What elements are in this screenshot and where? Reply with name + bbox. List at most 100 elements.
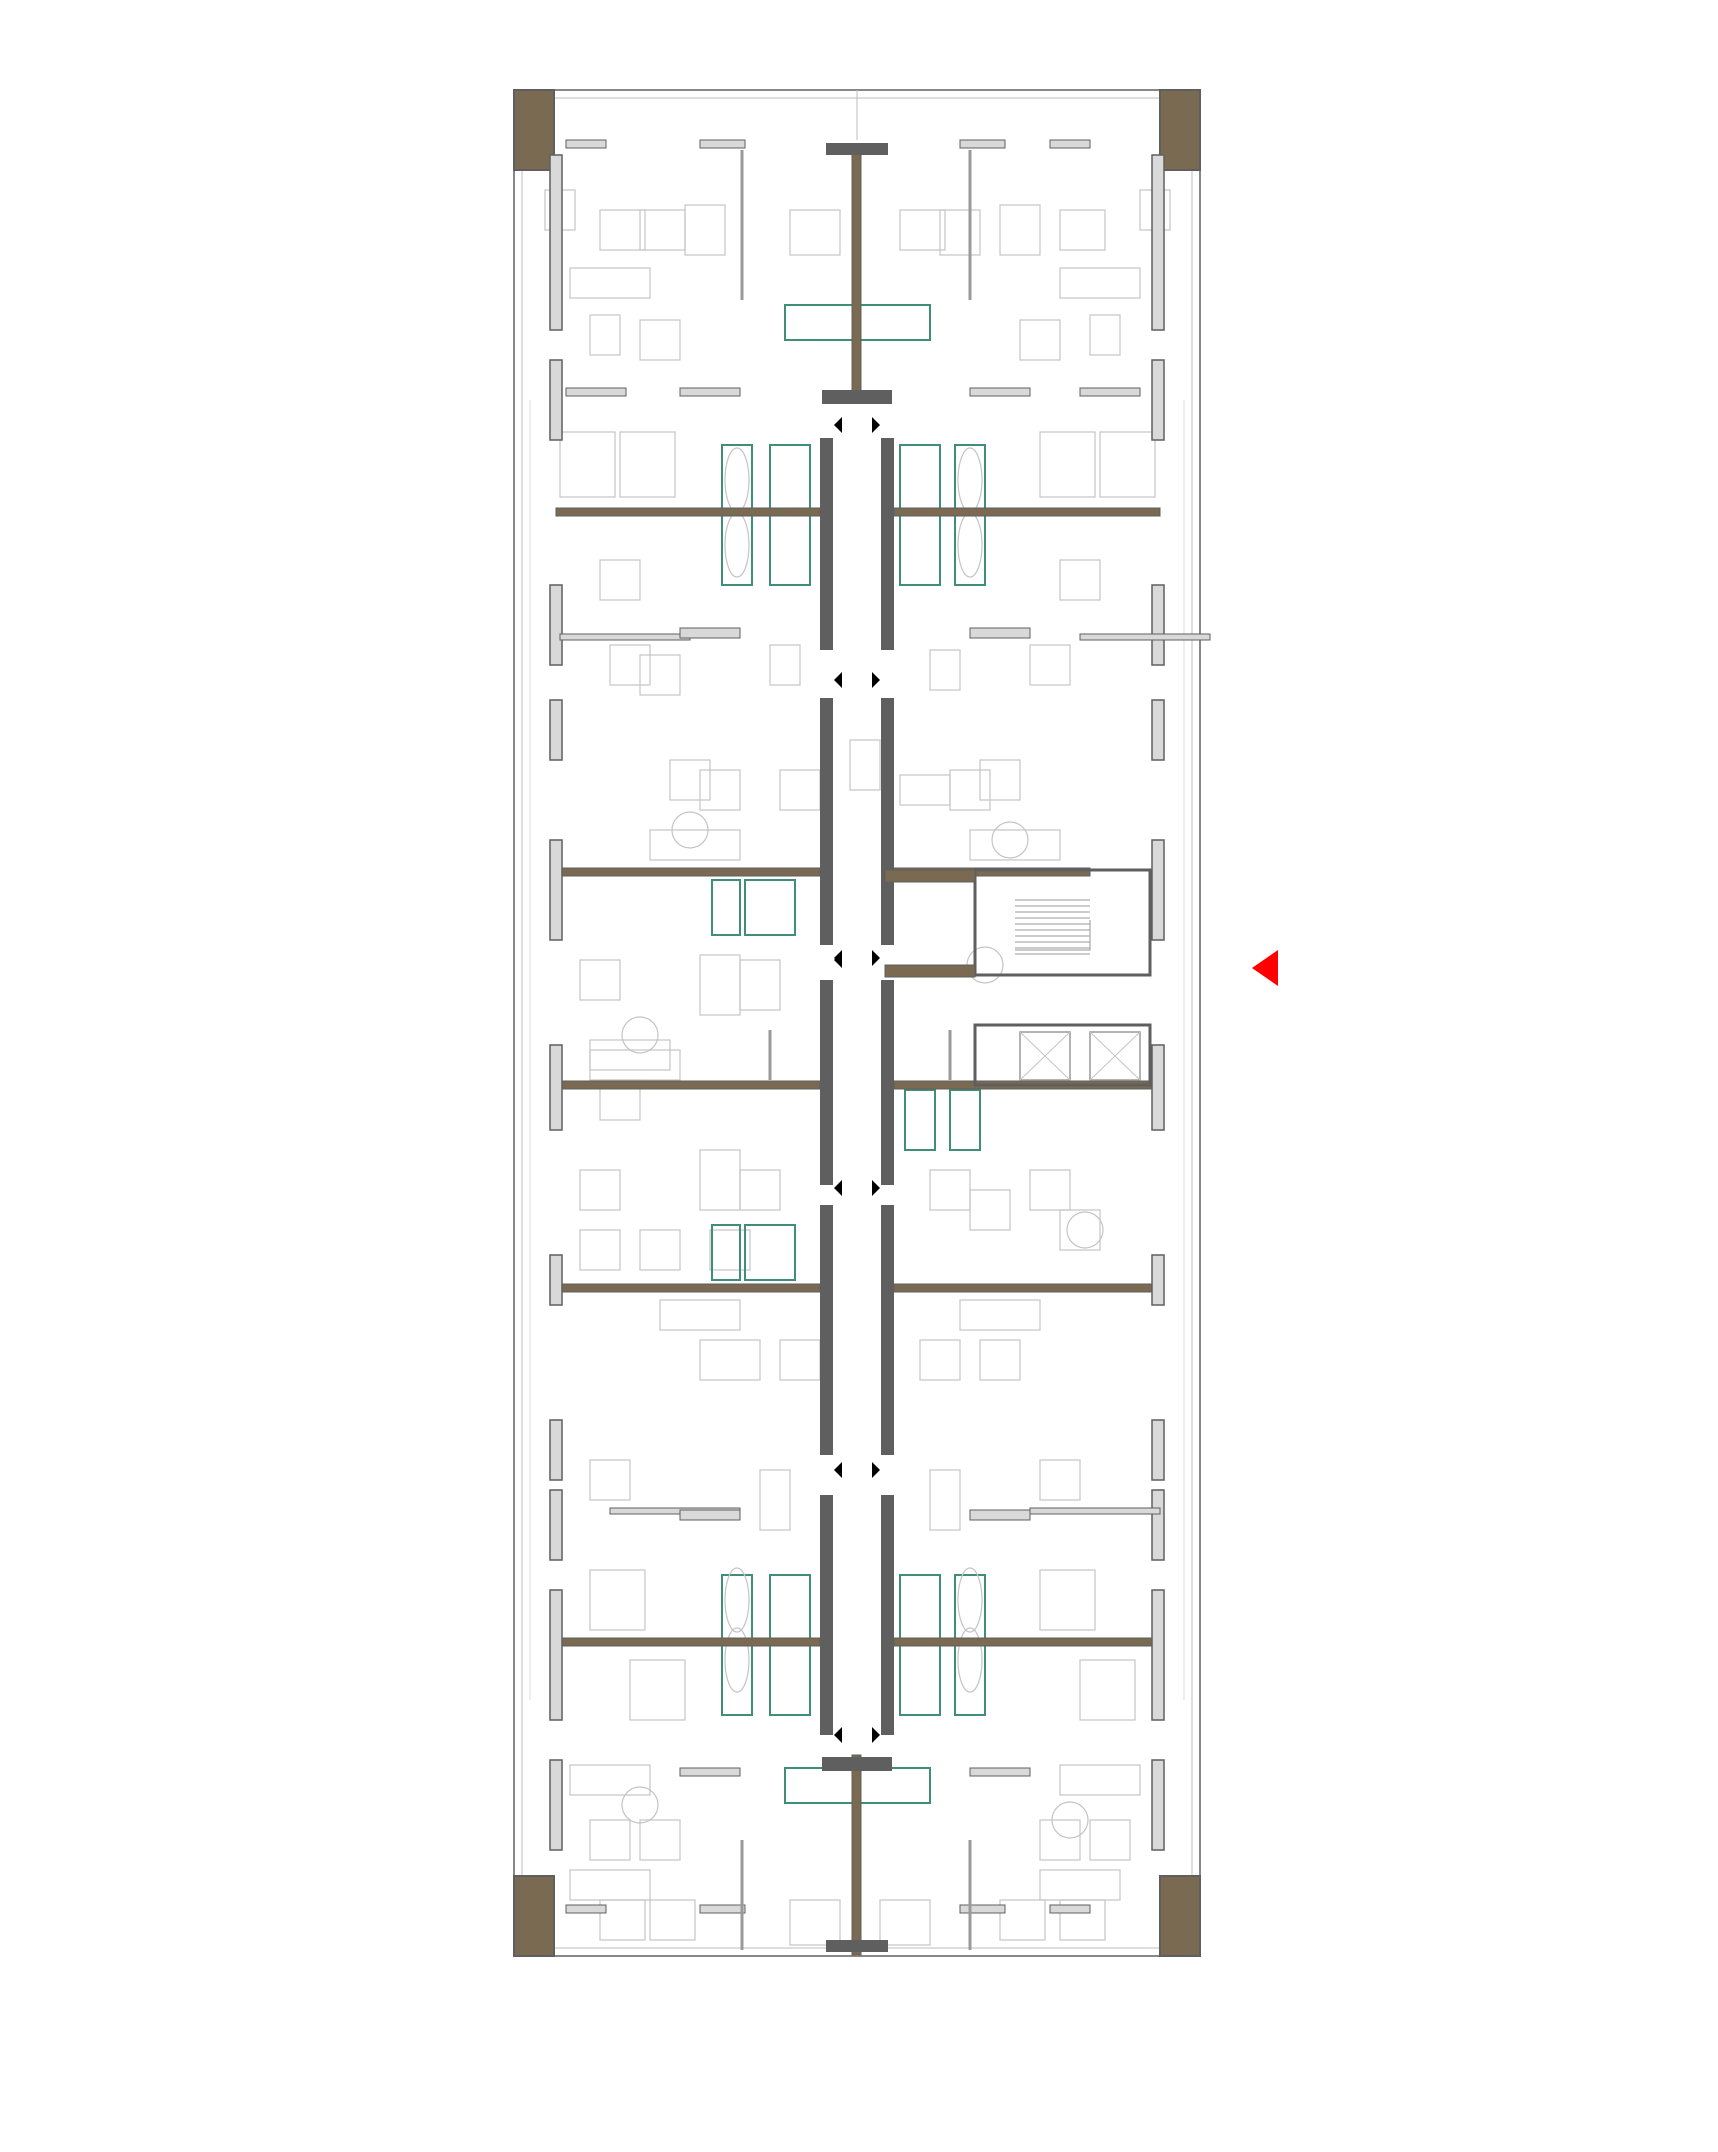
east-facade-wall-6	[1151, 1254, 1165, 1306]
west-facade-wall-9	[549, 1589, 563, 1721]
furniture-item-35	[969, 829, 1061, 861]
entrance-arrow-shape	[1252, 950, 1278, 986]
party-wall-6	[561, 1283, 821, 1293]
door-marker-left-3	[834, 1180, 842, 1196]
party-wall-9	[893, 1637, 1161, 1647]
west-facade-wall-6	[549, 1254, 563, 1306]
furniture-item-71	[1089, 1819, 1131, 1861]
corridor-wall-east-3	[881, 1205, 894, 1455]
corridor-wall-east-2	[881, 980, 894, 1185]
partition-17	[969, 1767, 1031, 1777]
door-marker-right-0	[872, 417, 880, 433]
furniture-item-75	[649, 1899, 696, 1941]
east-facade-wall-1	[1151, 359, 1165, 441]
bathtub-7	[957, 1627, 983, 1693]
east-facade-wall-9	[1151, 1589, 1165, 1721]
door-marker-right-4	[872, 1462, 880, 1478]
round-table-6	[621, 1786, 659, 1824]
furniture-item-42	[699, 1149, 741, 1211]
elevator-car-1	[1019, 1031, 1071, 1081]
door-marker-right-1	[872, 672, 880, 688]
bathtub-0	[724, 447, 750, 513]
furniture-item-25	[769, 644, 801, 686]
bathtub-4	[724, 1567, 750, 1633]
west-facade-wall-2	[549, 584, 563, 666]
corridor-wall-west-4	[820, 1495, 833, 1735]
partition-6	[969, 387, 1031, 397]
furniture-item-28	[699, 769, 741, 811]
bathtub-5	[724, 1627, 750, 1693]
bathtub-6	[957, 1567, 983, 1633]
east-facade-wall-3	[1151, 699, 1165, 761]
walls-layer	[513, 89, 1211, 1957]
stair-enclosure	[973, 868, 1152, 977]
partition-2	[959, 139, 1006, 149]
east-facade-wall-4	[1151, 839, 1165, 941]
bathroom-fixture-7	[949, 1089, 981, 1151]
core-wall-top	[884, 869, 976, 883]
west-facade-wall-0	[549, 154, 563, 331]
furniture-item-8	[1059, 209, 1106, 251]
east-facade-wall-2	[1151, 584, 1165, 666]
bathroom-fixture-6	[904, 1089, 936, 1151]
furniture-item-4	[789, 209, 841, 256]
furniture-item-27	[669, 759, 711, 801]
furniture-item-16	[559, 431, 616, 498]
party-wall-7	[893, 1283, 1161, 1293]
furniture-item-5	[899, 209, 946, 251]
stair-elevator-core	[884, 868, 1152, 1087]
party-wall-4	[561, 1080, 821, 1090]
furniture-item-67	[1059, 1764, 1141, 1796]
west-facade-wall-8	[549, 1489, 563, 1561]
corridor-wall-east-0	[881, 438, 894, 650]
furniture-item-79	[1059, 1899, 1106, 1941]
furniture-item-19	[1099, 431, 1156, 498]
furniture-item-2	[684, 204, 726, 256]
furniture-item-1	[639, 209, 686, 251]
partition-11	[1079, 633, 1211, 641]
partition-7	[1079, 387, 1141, 397]
furniture-item-56	[919, 1339, 961, 1381]
furniture-item-63	[629, 1659, 686, 1721]
furniture-item-59	[759, 1469, 791, 1531]
spine-wall-bottom	[851, 1754, 862, 1956]
furniture-item-20	[599, 559, 641, 601]
bathtub-2	[957, 447, 983, 513]
spine-wall-top	[851, 151, 862, 395]
furniture-item-43	[739, 1169, 781, 1211]
furniture-item-11	[1059, 267, 1141, 299]
east-facade-wall-0	[1151, 154, 1165, 331]
furniture-item-33	[979, 759, 1021, 801]
wet-rooms-layer	[711, 304, 986, 1804]
door-marker-right-5	[872, 1727, 880, 1743]
furniture-item-6	[939, 209, 981, 256]
core-wall-bottom	[884, 964, 976, 978]
stair-arrow	[1015, 920, 1091, 951]
elevator-2-cross-b	[1089, 1031, 1141, 1081]
door-marker-left-5	[834, 1727, 842, 1743]
furniture-item-65	[1079, 1659, 1136, 1721]
furniture-item-13	[639, 319, 681, 361]
partition-18	[565, 1904, 607, 1914]
round-table-0	[671, 811, 709, 849]
furniture-item-64	[1039, 1569, 1096, 1631]
furniture-item-44	[589, 1049, 681, 1081]
corridor-wall-west-2	[820, 980, 833, 1185]
furniture-item-48	[929, 1169, 971, 1211]
partition-16	[679, 1767, 741, 1777]
furniture-item-12	[589, 314, 621, 356]
corner-column-1	[1159, 89, 1201, 171]
partition-9	[679, 627, 741, 639]
round-table-2	[1066, 1211, 1104, 1249]
west-facade-wall-10	[549, 1759, 563, 1851]
furniture-item-72	[569, 1869, 651, 1901]
furniture-item-45	[579, 1229, 621, 1271]
furniture-item-57	[979, 1339, 1021, 1381]
furniture-item-24	[1029, 644, 1071, 686]
party-wall-8	[555, 1637, 821, 1647]
bathtub-3	[957, 512, 983, 578]
east-facade-wall-7	[1151, 1419, 1165, 1481]
partition-15	[1029, 1507, 1161, 1515]
corner-column-2	[513, 1875, 555, 1957]
east-facade-wall-5	[1151, 1044, 1165, 1131]
